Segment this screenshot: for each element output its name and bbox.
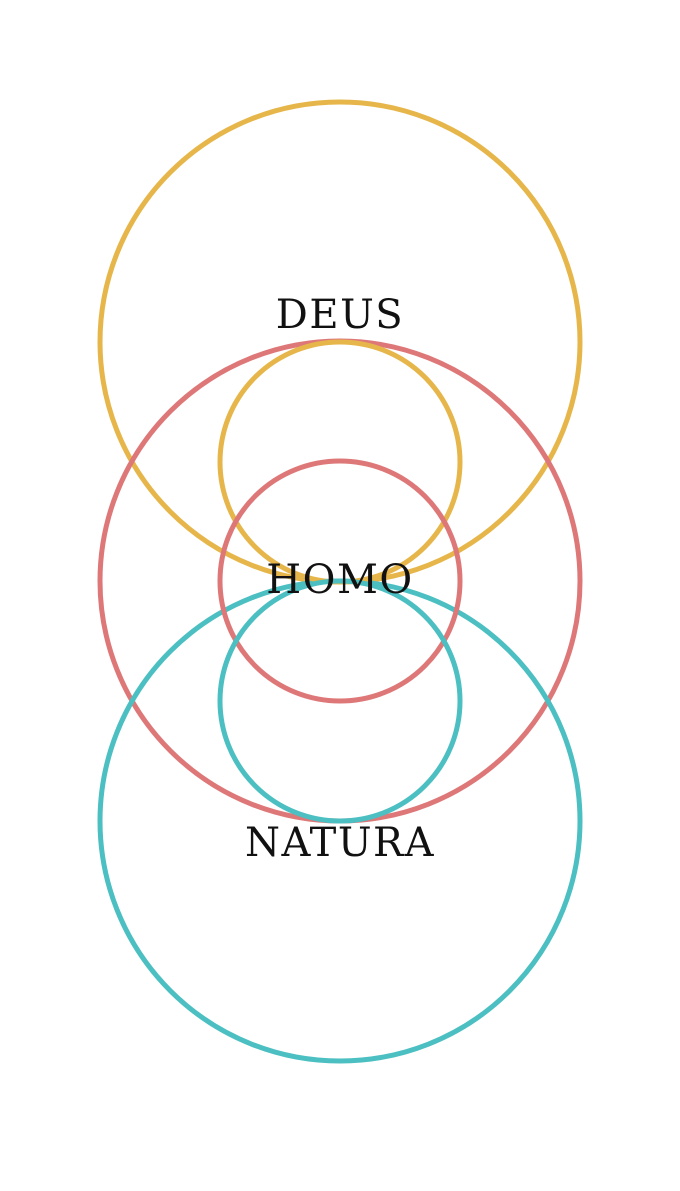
natura-label: NATURA <box>245 820 435 866</box>
deus-label: DEUS <box>276 292 404 338</box>
homo-label: HOMO <box>266 557 413 603</box>
homo-inner-circle <box>217 458 463 704</box>
natura-inner-circle <box>217 578 463 824</box>
